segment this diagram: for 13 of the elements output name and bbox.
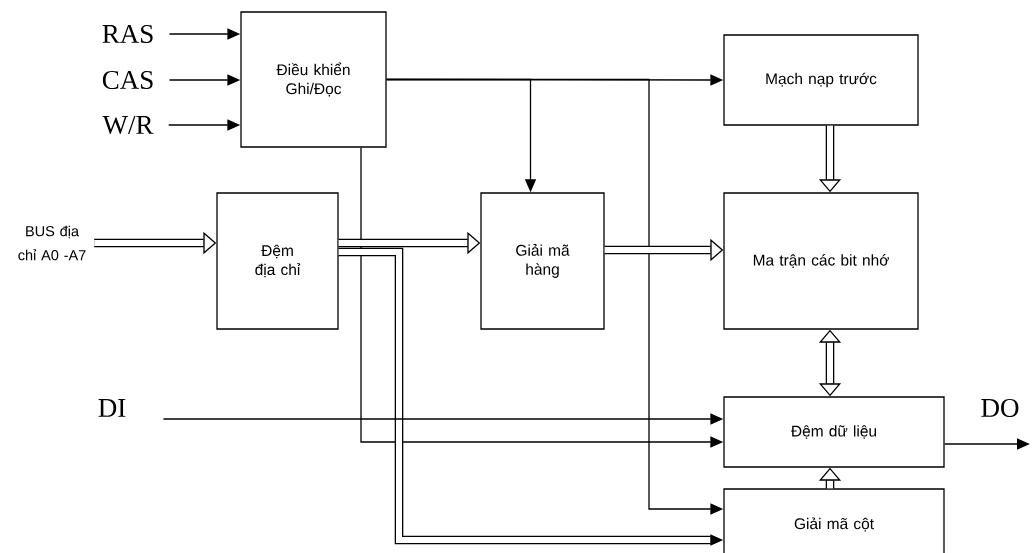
block-box: Đệm địa chỉ xyxy=(216,192,339,330)
signal-label: DO xyxy=(981,398,1019,418)
block-box: Ma trận các bit nhớ xyxy=(723,192,919,330)
signal-label: W/R xyxy=(102,115,154,135)
block-box: Giải mã hàng xyxy=(480,192,605,330)
signal-label: CAS xyxy=(102,70,153,90)
block-box: Đệm dữ liệu xyxy=(723,396,945,468)
block-box: Điều khiển Ghi/Đọc xyxy=(240,11,387,148)
signal-label: DI xyxy=(98,399,126,417)
bus-label: BUS địa chỉ A0 -A7 xyxy=(18,225,86,261)
signal-label: RAS xyxy=(102,24,153,44)
block-box: Mạch nạp trước xyxy=(723,34,919,126)
block-box: Giải mã cột xyxy=(723,488,945,553)
